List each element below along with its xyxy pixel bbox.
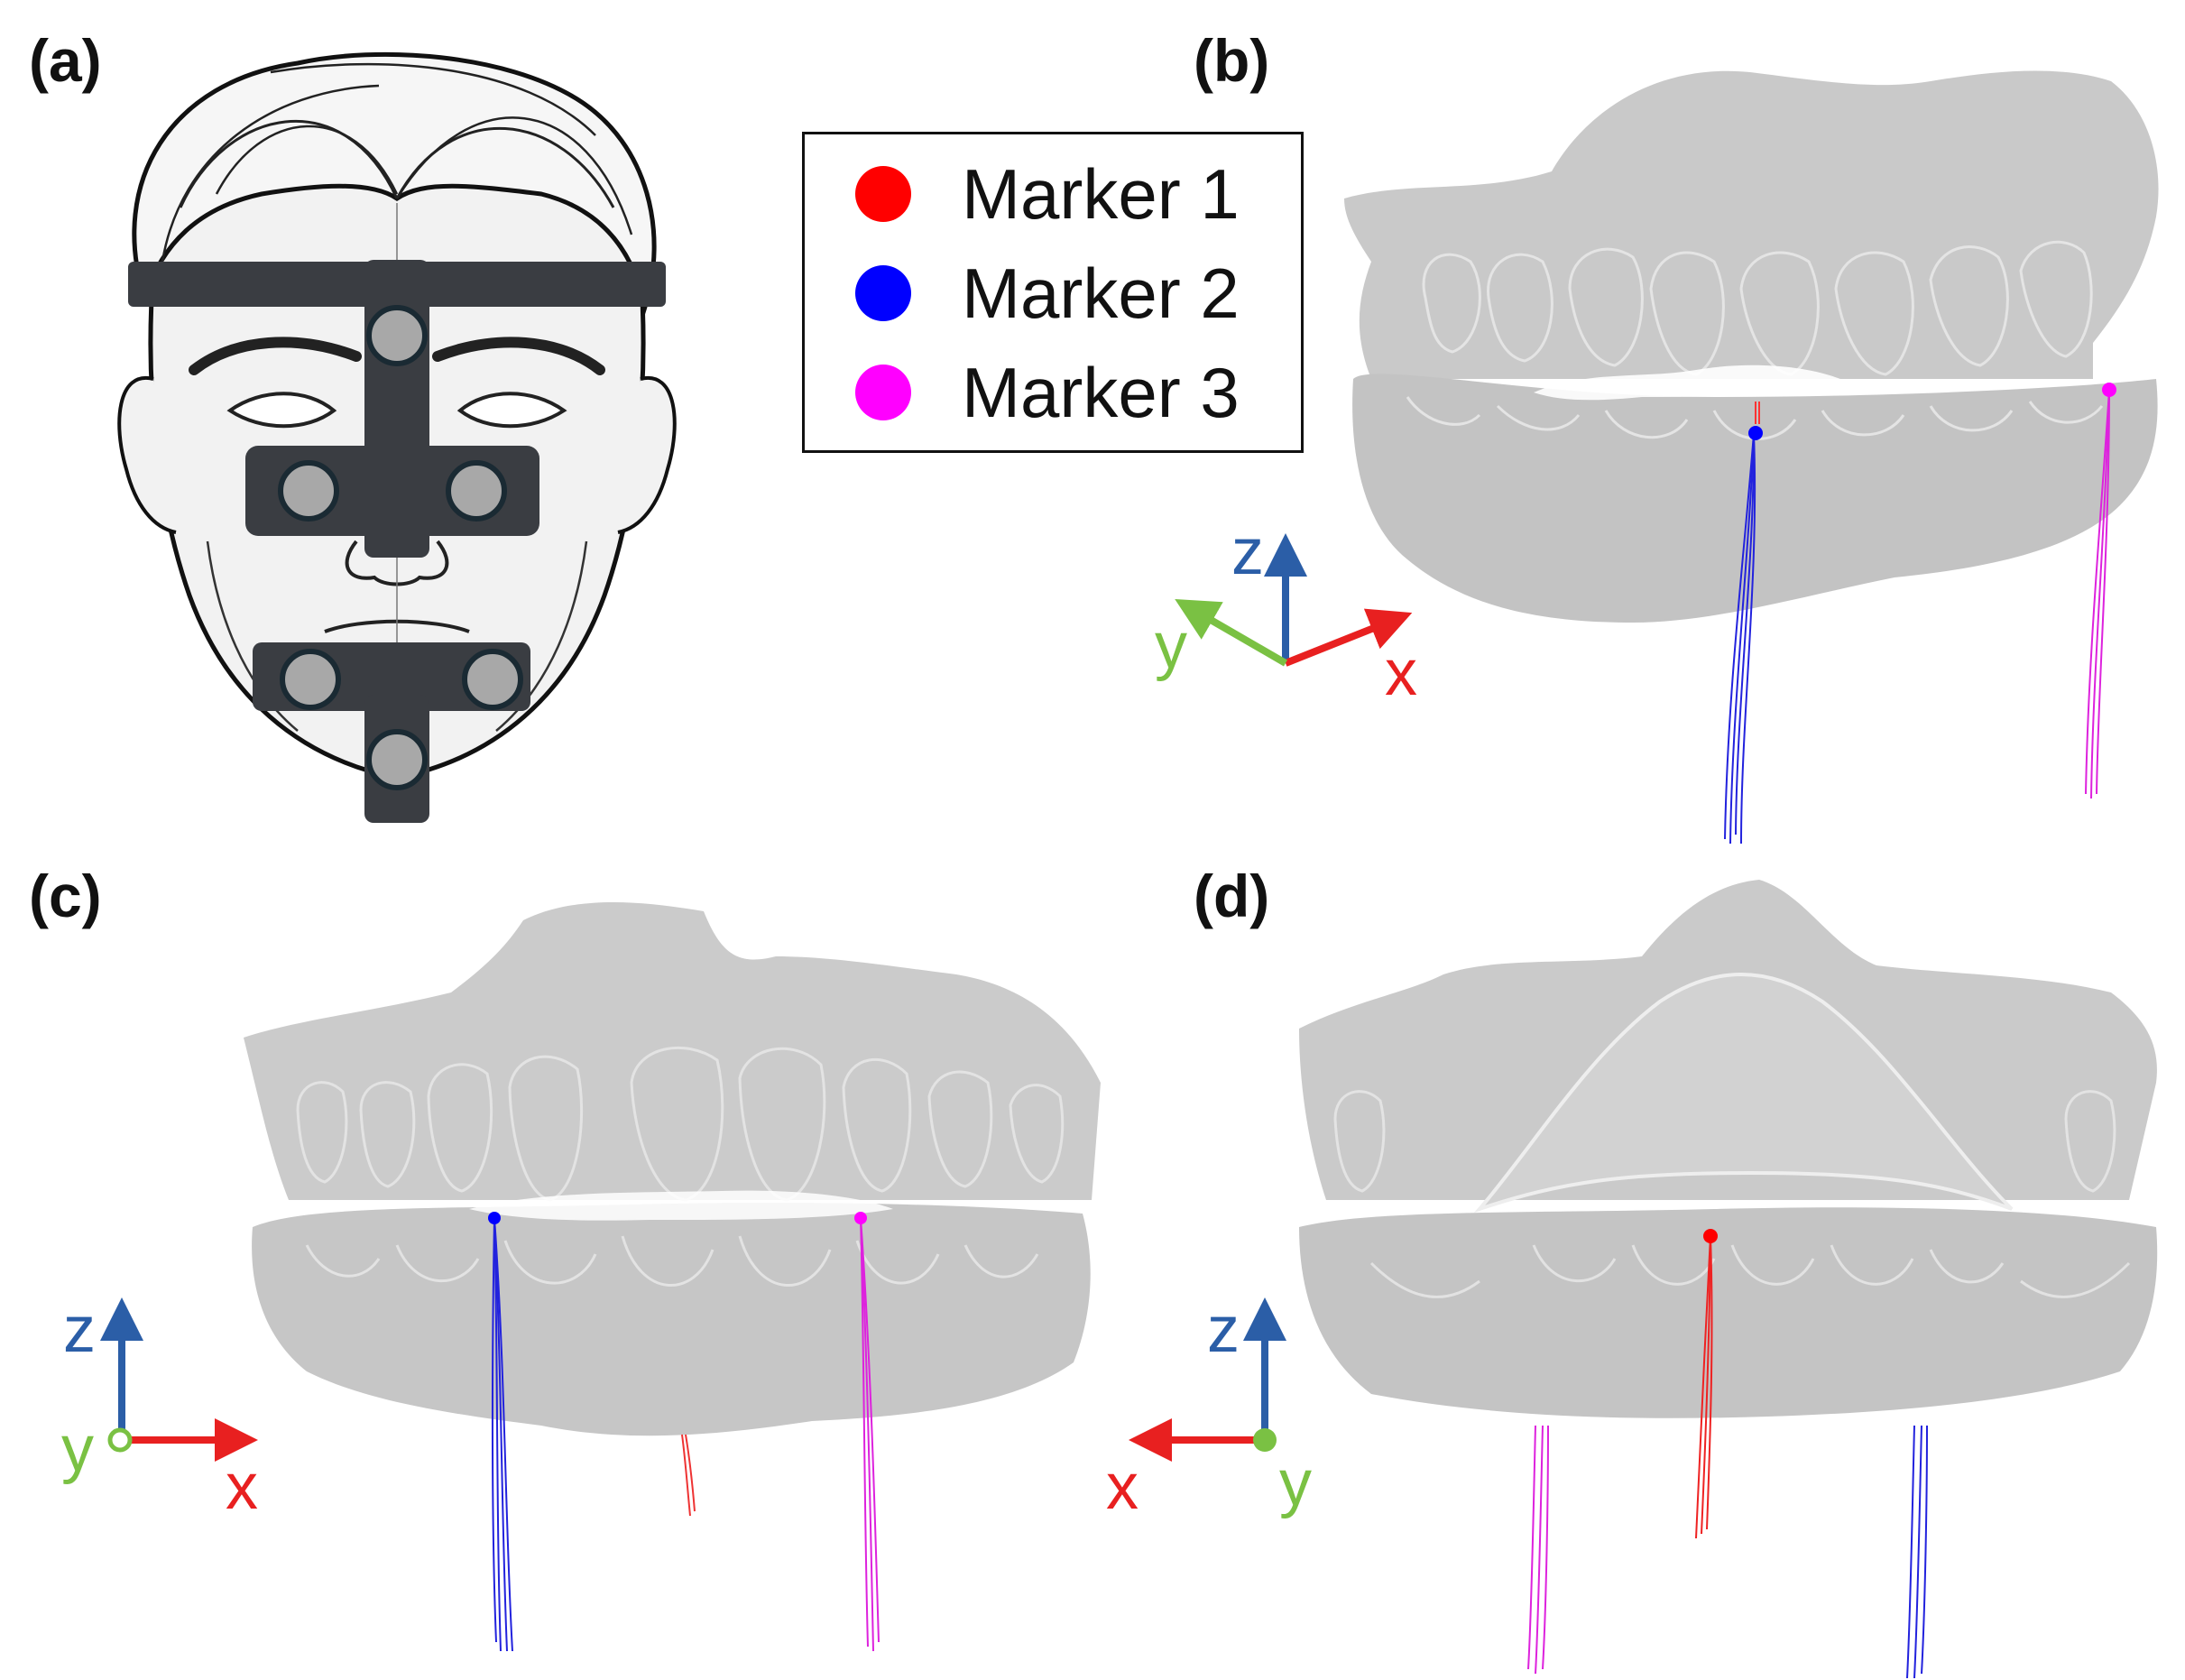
dentition-rear-view: [1299, 880, 2158, 1679]
axis-y-into-page: [1253, 1428, 1277, 1452]
marker-1-swatch: [855, 166, 911, 222]
right-ear: [617, 375, 677, 534]
axis-label-x: x: [1106, 1451, 1139, 1523]
trace-marker-3: [860, 1217, 880, 1652]
axis-label-y: y: [1279, 1447, 1312, 1519]
axis-label-y: y: [61, 1413, 94, 1485]
marker-ball: [366, 729, 428, 790]
upper-jaw: [1344, 70, 2159, 379]
trace-marker-2: [1906, 1425, 1928, 1679]
marker-ball: [462, 649, 523, 710]
panel-label-c: (c): [29, 863, 102, 929]
legend-label: Marker 3: [962, 352, 1240, 432]
bite-gap: [469, 1190, 893, 1221]
lower-jaw: [1299, 1207, 2158, 1418]
axes-triad-b: z x y: [1155, 516, 1417, 709]
legend-item-marker-1: Marker 1: [805, 149, 1240, 239]
trace-marker-3: [1527, 1425, 1549, 1675]
trace-marker-3: [2085, 389, 2110, 799]
trace-marker-1: [1755, 402, 1760, 424]
marker-2-point: [488, 1212, 501, 1224]
marker-2-swatch: [855, 265, 911, 321]
axis-label-y: y: [1155, 610, 1187, 682]
trace-marker-1: [681, 1434, 696, 1517]
bite-gap: [1534, 365, 1840, 401]
axis-label-x: x: [1385, 637, 1417, 709]
panel-label-a: (a): [29, 27, 102, 94]
axis-label-x: x: [226, 1451, 258, 1523]
trace-marker-1: [1695, 1235, 1713, 1539]
axes-triad-c: z x y: [61, 1294, 258, 1523]
axes-triad-d: z x y: [1106, 1294, 1312, 1523]
lower-jaw: [252, 1203, 1091, 1436]
left-ear: [117, 375, 177, 534]
upper-jaw: [244, 902, 1101, 1200]
legend: Marker 1 Marker 2 Marker 3: [802, 132, 1304, 453]
marker-ball: [280, 649, 341, 710]
axis-y-out-of-page: [107, 1427, 133, 1453]
legend-label: Marker 1: [962, 153, 1240, 234]
trace-marker-2: [1724, 432, 1756, 845]
axis-label-z: z: [1207, 1294, 1240, 1366]
marker-2-point: [1748, 426, 1763, 440]
dentition-oblique-view: [1344, 70, 2159, 845]
panel-label-b: (b): [1194, 27, 1270, 94]
left-eye: [226, 392, 337, 429]
marker-ball: [366, 305, 428, 366]
marker-1-point: [1703, 1229, 1718, 1243]
marker-3-point: [854, 1212, 867, 1224]
legend-label: Marker 2: [962, 253, 1240, 333]
right-eye: [456, 392, 567, 429]
marker-3-swatch: [855, 365, 911, 420]
palate: [1473, 973, 2014, 1214]
trace-marker-2: [491, 1217, 513, 1652]
right-eyebrow: [432, 337, 605, 375]
panel-label-d: (d): [1194, 863, 1270, 929]
marker-ball: [278, 460, 339, 522]
marker-ball: [446, 460, 507, 522]
marker-3-point: [2102, 383, 2116, 397]
axis-label-z: z: [1231, 516, 1264, 588]
marker-balls: [278, 305, 523, 790]
dentition-frontal-view: [244, 902, 1101, 1652]
axis-label-z: z: [63, 1294, 96, 1366]
legend-item-marker-3: Marker 3: [805, 347, 1240, 438]
left-eyebrow: [189, 337, 362, 375]
legend-item-marker-2: Marker 2: [805, 248, 1240, 338]
